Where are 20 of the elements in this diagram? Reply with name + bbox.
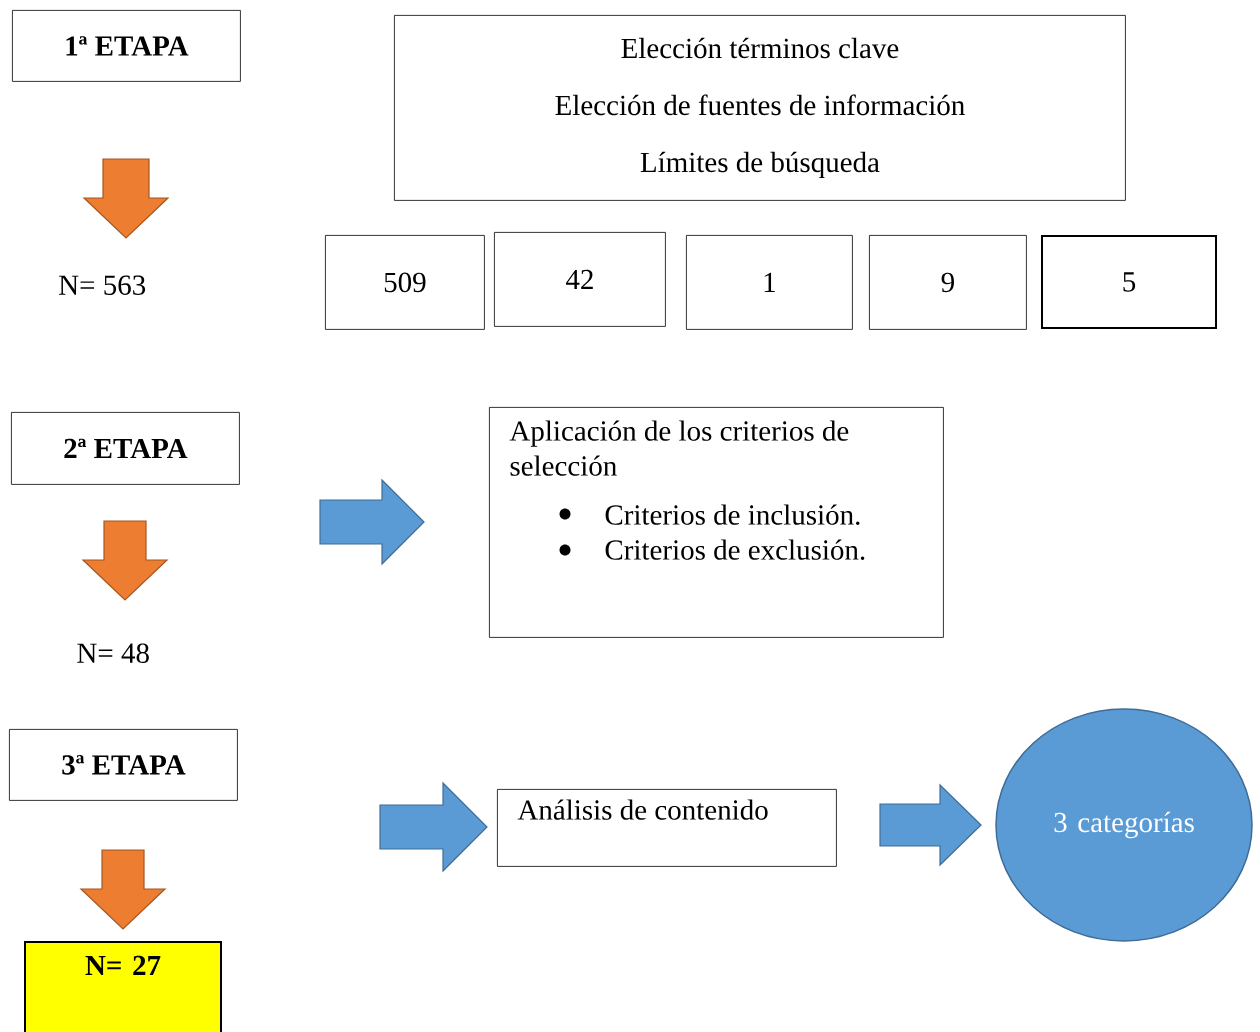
block-arrow <box>82 158 170 239</box>
source-box: 9 <box>869 235 1027 330</box>
block-arrow <box>879 783 982 867</box>
source-box: 509 <box>325 235 485 330</box>
stage-box: 2ª ETAPA <box>11 412 240 485</box>
result-box: N= 27 <box>24 941 222 1032</box>
stage-box: 1ª ETAPA <box>12 10 241 82</box>
count-label: N= 563 <box>59 275 146 295</box>
stage-box: 3ª ETAPA <box>9 729 238 801</box>
process-box: Análisis de contenido <box>497 789 837 867</box>
source-box: 42 <box>494 232 666 327</box>
process-box: Aplicación de los criterios de selección Criterios de inclusión. Criterios de exclusión. <box>489 407 944 638</box>
source-box: 5 <box>1041 235 1217 329</box>
block-arrow <box>379 781 488 873</box>
block-arrow <box>81 520 169 601</box>
count-label: N= 48 <box>77 643 149 663</box>
block-arrow <box>79 849 167 930</box>
process-box: Elección términos clave Elección de fuentes de información Límites de búsqueda <box>394 15 1126 201</box>
source-box: 1 <box>686 235 853 330</box>
block-arrow <box>319 478 425 566</box>
